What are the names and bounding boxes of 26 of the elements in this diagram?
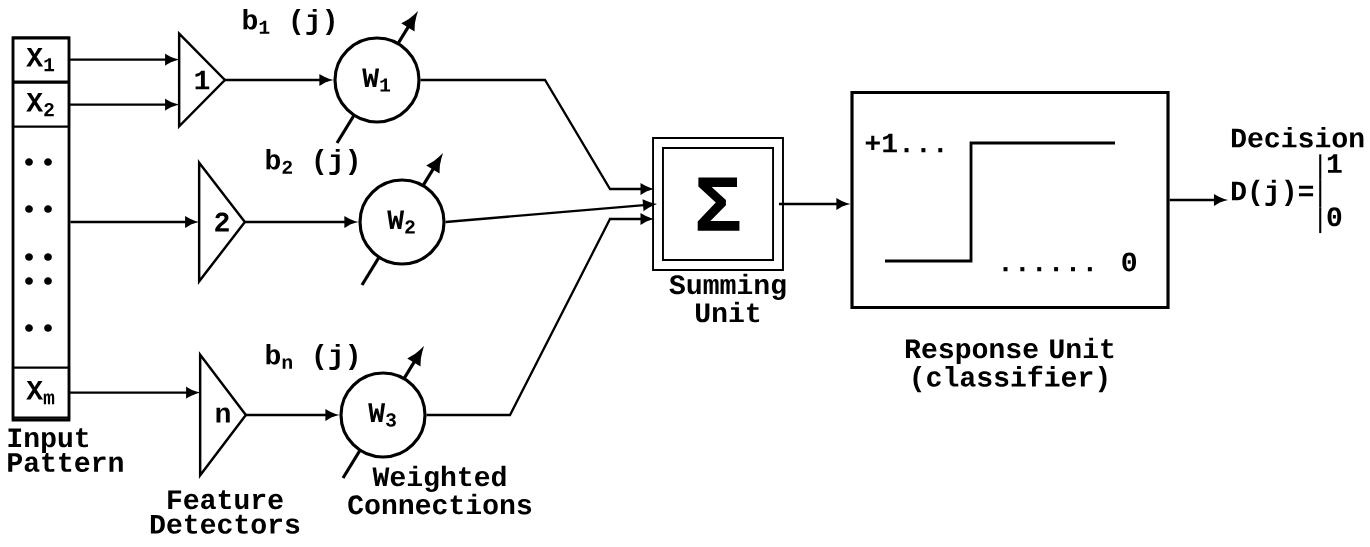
edge-label: b$_{2}$ (j) [262,147,364,177]
arrow [224,74,331,86]
decision-output: Decision 1 D(j)= 0 [1231,126,1364,234]
arrow [426,213,652,417]
unit-label: Summing Unit [669,273,786,323]
arrow [245,409,337,421]
input-cell: X$_{m}$ [11,366,71,419]
arrow [445,200,655,224]
unit-label: Response Unit (classifier) [905,337,1114,393]
level-label: +1... [865,133,943,153]
arrow [420,78,652,195]
arrow [70,216,197,228]
arrow [70,99,177,110]
arrow [70,387,198,398]
input-cell: X$_{1}$ [11,36,71,83]
group-label: Feature Detectors [150,490,300,534]
arrow [1169,194,1226,206]
level-label: ...... 0 [1003,252,1136,272]
column-label: Input Pattern [8,428,123,472]
arrow [70,54,177,65]
summing-box: Σ [652,137,784,271]
edge-label: b$_{1}$ (j) [239,7,341,37]
input-cell: X$_{2}$ [11,81,71,128]
arrow [779,198,848,210]
edge-label: b$_{n}$ (j) [262,342,364,372]
arrow [244,216,356,228]
